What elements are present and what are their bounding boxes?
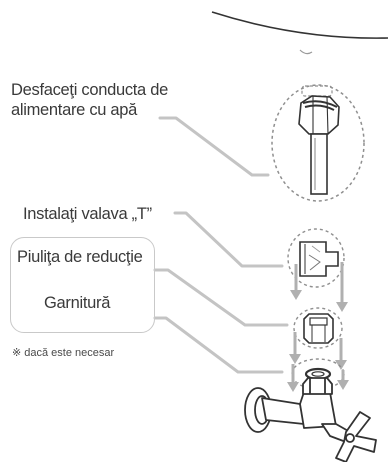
optional-parts-box <box>10 237 155 333</box>
note-if-necessary: ※ dacă este necesar <box>12 347 115 359</box>
appliance-body-edge <box>211 11 388 55</box>
label-install-t-valve: Instalaţi valava „T” <box>23 205 152 223</box>
label-reducer-nut: Piuliţa de reducţie <box>17 248 143 266</box>
supply-hose-group <box>271 84 365 202</box>
label-gasket: Garnitură <box>44 294 111 312</box>
t-valve-group <box>287 228 348 312</box>
down-arrow <box>337 370 349 390</box>
leader-line-reducer-nut <box>153 268 289 327</box>
down-arrow <box>289 332 301 364</box>
label-disconnect-line2: alimentare cu apă <box>11 101 138 119</box>
label-disconnect-line1: Desfaceţi conducta de <box>11 81 168 99</box>
leader-lines <box>153 116 289 374</box>
label-disconnect-supply-pipe: Desfaceţi conducta de alimentare cu apă <box>11 80 168 120</box>
leader-line-t-valve <box>173 211 284 268</box>
down-arrow <box>290 264 302 300</box>
reducer-nut-group <box>289 307 347 370</box>
leader-line-gasket <box>153 316 284 374</box>
down-arrow <box>287 364 299 392</box>
leader-line-disconnect <box>158 116 270 177</box>
down-arrow <box>336 262 348 312</box>
angle-stop-valve <box>244 377 377 462</box>
down-arrow <box>335 338 347 370</box>
